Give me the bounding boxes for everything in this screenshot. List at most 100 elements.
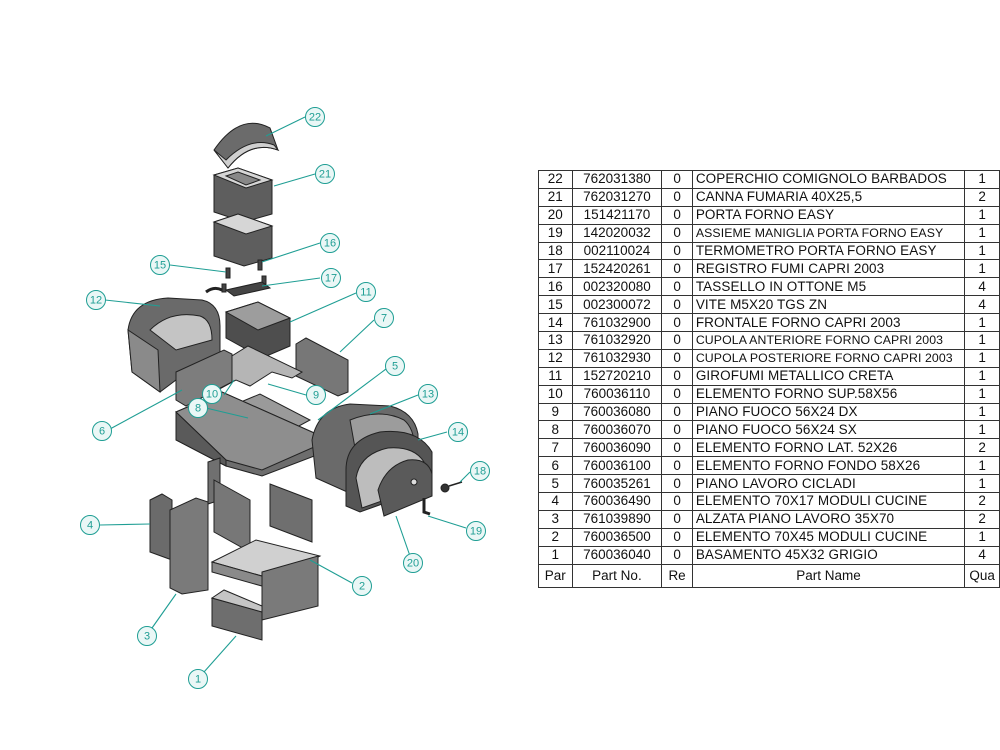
balloon-circle — [305, 107, 325, 127]
cell-part-no: 762031380 — [571, 170, 663, 189]
balloon-11: 11 — [356, 282, 376, 302]
balloon-13: 13 — [418, 384, 438, 404]
balloon-label: 6 — [99, 426, 105, 438]
balloon-21: 21 — [315, 164, 335, 184]
cell-part-name: BASAMENTO 45X32 GRIGIO — [691, 545, 966, 565]
cell-rev: 0 — [661, 509, 693, 529]
cell-part-no: 152720210 — [571, 366, 663, 386]
cell-qty: 1 — [964, 474, 1000, 494]
balloon-circle — [150, 255, 170, 275]
cell-qty: 1 — [964, 402, 1000, 422]
cell-part-name: PIANO FUOCO 56X24 DX — [691, 402, 966, 422]
cell-rev: 0 — [661, 259, 693, 279]
balloon-label: 9 — [313, 390, 319, 402]
balloon-label: 5 — [392, 361, 398, 373]
balloon-circle — [92, 421, 112, 441]
balloon-3: 3 — [137, 626, 157, 646]
cell-rev: 0 — [661, 366, 693, 386]
cell-qty: 2 — [964, 187, 1000, 207]
cell-part-name: TERMOMETRO PORTA FORNO EASY — [691, 241, 966, 261]
cell-part-no: 760036070 — [571, 420, 663, 440]
cell-part-name: CUPOLA ANTERIORE FORNO CAPRI 2003 — [691, 331, 966, 350]
cell-part-no: 002110024 — [571, 241, 663, 261]
cell-part-no: 761032920 — [571, 331, 663, 350]
part-22-chimney-cap — [213, 122, 280, 169]
part-20-oven-door — [377, 459, 433, 517]
balloon-label: 2 — [359, 581, 365, 593]
balloon-5: 5 — [385, 356, 405, 376]
cell-rev: 0 — [661, 241, 693, 261]
cell-part-name: ASSIEME MANIGLIA PORTA FORNO EASY — [691, 223, 966, 243]
cell-part-name: GIROFUMI METALLICO CRETA — [691, 366, 966, 386]
cell-par: 1 — [538, 545, 573, 565]
cell-rev: 0 — [661, 277, 693, 297]
balloon-circle — [448, 422, 468, 442]
cell-par: 10 — [538, 384, 573, 404]
balloon-label: 22 — [309, 112, 321, 124]
balloon-label: 13 — [422, 389, 434, 401]
balloon-16: 16 — [320, 233, 340, 253]
balloon-2: 2 — [352, 576, 372, 596]
cell-qty: 2 — [964, 492, 1000, 511]
cell-part-no: 760036040 — [571, 545, 663, 565]
balloon-circle — [385, 356, 405, 376]
cell-rev: 0 — [661, 527, 693, 547]
cell-rev: 0 — [661, 438, 693, 458]
cell-rev: 0 — [661, 384, 693, 404]
cell-rev: 0 — [661, 295, 693, 315]
cell-qty: 1 — [964, 223, 1000, 243]
cell-qty: 2 — [964, 509, 1000, 529]
balloon-14: 14 — [448, 422, 468, 442]
balloon-6: 6 — [92, 421, 112, 441]
cell-par: 11 — [538, 366, 573, 386]
balloon-7: 7 — [374, 308, 394, 328]
part-base-frame — [149, 457, 322, 641]
cell-part-no: 761039890 — [571, 509, 663, 529]
cell-part-name: VITE M5X20 TGS ZN — [691, 295, 966, 315]
cell-qty: 1 — [964, 348, 1000, 368]
balloon-18: 18 — [470, 461, 490, 481]
cell-par: 14 — [538, 313, 573, 333]
balloon-label: 10 — [206, 389, 218, 401]
cell-par: 19 — [538, 223, 573, 243]
cell-part-name: PIANO FUOCO 56X24 SX — [691, 420, 966, 440]
cell-rev: 0 — [661, 474, 693, 494]
cell-qty: 1 — [964, 331, 1000, 350]
cell-part-name: ALZATA PIANO LAVORO 35X70 — [691, 509, 966, 529]
cell-part-name: ELEMENTO FORNO FONDO 58X26 — [691, 456, 966, 476]
balloon-circle — [418, 384, 438, 404]
cell-rev: 0 — [661, 545, 693, 565]
cell-rev: 0 — [661, 170, 693, 189]
balloon-circle — [137, 626, 157, 646]
cell-qty: 1 — [964, 384, 1000, 404]
balloon-20: 20 — [403, 553, 423, 573]
cell-rev: 0 — [661, 223, 693, 243]
cell-par: 8 — [538, 420, 573, 440]
cell-qty: 1 — [964, 313, 1000, 333]
balloon-8: 8 — [188, 398, 208, 418]
cell-part-no: 760035261 — [571, 474, 663, 494]
cell-part-name: FRONTALE FORNO CAPRI 2003 — [691, 313, 966, 333]
cell-par: 2 — [538, 527, 573, 547]
cell-qty: 1 — [964, 170, 1000, 189]
balloon-9: 9 — [306, 385, 326, 405]
cell-qty: 4 — [964, 295, 1000, 315]
cell-par: 20 — [538, 205, 573, 225]
cell-part-no: 761032900 — [571, 313, 663, 333]
cell-par: 12 — [538, 348, 573, 368]
balloon-label: 20 — [407, 558, 419, 570]
cell-part-no: 760036490 — [571, 492, 663, 511]
balloon-12: 12 — [86, 290, 106, 310]
